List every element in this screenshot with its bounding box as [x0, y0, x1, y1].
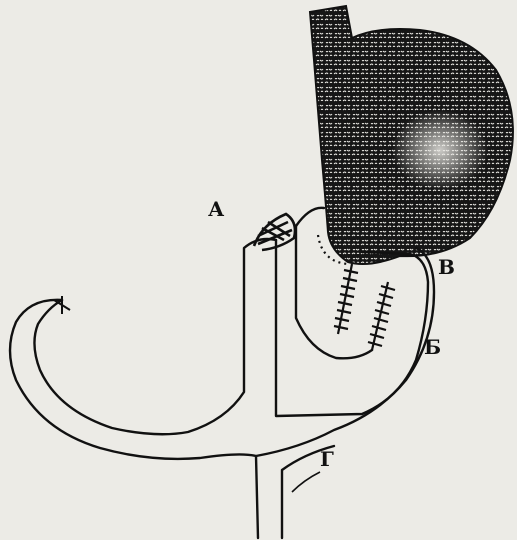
label-g: Г — [320, 447, 334, 471]
right-anastomosis-suture-line — [368, 282, 395, 350]
purse-string-suture — [254, 214, 295, 250]
label-v: В — [438, 255, 455, 279]
left-anastomosis-suture-line — [334, 264, 358, 334]
label-a: А — [208, 197, 225, 221]
stomach-remnant — [310, 6, 513, 264]
label-b: Б — [424, 335, 441, 359]
label-g-pointer — [292, 472, 320, 492]
